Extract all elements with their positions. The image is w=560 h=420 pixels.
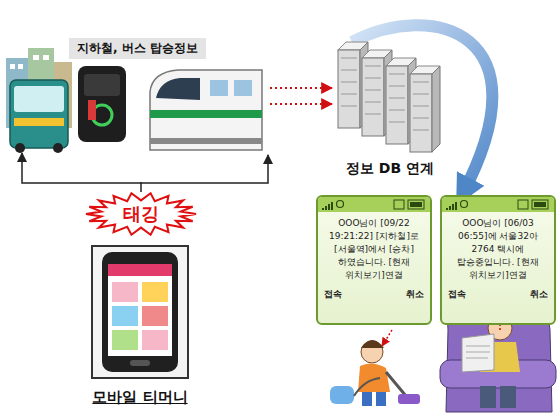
softkey-label: 취소 (406, 288, 424, 301)
bus (10, 80, 68, 153)
tag-branch (140, 155, 268, 183)
servers-node: 정보 DB 연계 (330, 38, 450, 183)
softkey-bar: 접속 취소 (318, 286, 430, 304)
connector-arrow (22, 153, 141, 192)
data-flow-arrow (270, 103, 332, 105)
message-text: OOO님이 [09/22 19:21:22] [지하철]로 [서울역]에서 [승… (318, 212, 430, 286)
softkey-label: 접속 (448, 288, 466, 301)
server-label: 정보 DB 연계 (330, 160, 450, 178)
tag-label: 태깅 (85, 192, 197, 236)
status-icons (442, 197, 554, 212)
softkey-bar: 접속 취소 (442, 286, 554, 304)
status-icons (318, 197, 430, 212)
card-reader (78, 66, 126, 142)
softkey-label: 취소 (530, 288, 548, 301)
connector-arrow (270, 87, 332, 89)
child-figure (330, 340, 420, 406)
train (150, 70, 262, 150)
status-bar (318, 197, 430, 212)
phone-illustration (90, 244, 190, 380)
screen-node: OOO님이 [09/22 19:21:22] [지하철]로 [서울역]에서 [승… (316, 195, 432, 325)
phone-node: 모바일 티머니 (90, 244, 190, 414)
screen-node: OOO님이 [06/03 06:55]에 서울32아 2764 택시에 탑승중입… (440, 195, 556, 325)
softkey-label: 접속 (324, 288, 342, 301)
heading-label: 지하철, 버스 탑승정보 (69, 38, 206, 59)
server-rack (330, 38, 450, 156)
region-node: 지하철, 버스 탑승정보 (5, 36, 270, 152)
phone-label: 모바일 티머니 (90, 388, 190, 407)
status-bar (442, 197, 554, 212)
notify-arrow (382, 330, 392, 346)
message-text: OOO님이 [06/03 06:55]에 서울32아 2764 택시에 탑승중입… (442, 212, 554, 286)
burst-node: 태깅 (85, 192, 197, 236)
